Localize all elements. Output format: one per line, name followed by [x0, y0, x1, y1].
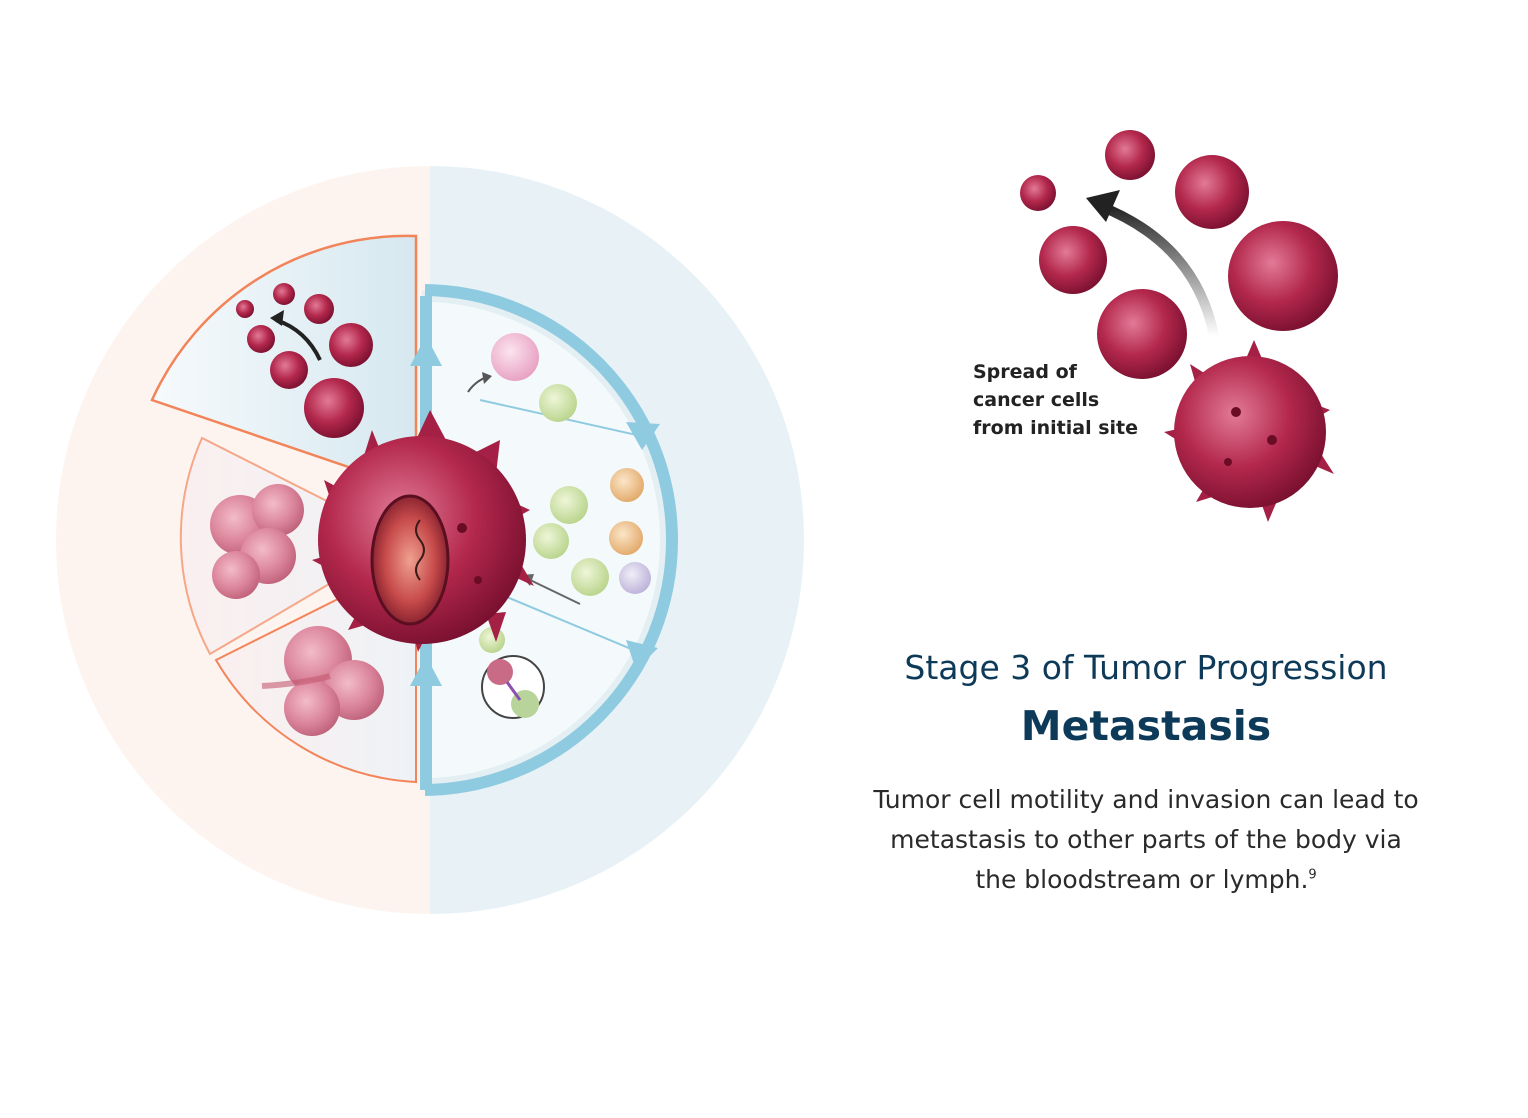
stage-title: Stage 3 of Tumor Progression	[904, 648, 1388, 687]
sector-divider-2	[489, 589, 649, 657]
stage-name: Metastasis	[1020, 702, 1272, 750]
spread-arrow	[1098, 201, 1219, 337]
callout-line-2: cancer cells	[973, 389, 1100, 411]
reference-number: 9	[1308, 867, 1317, 883]
cell-cluster-invasion	[284, 626, 384, 736]
spread-cells-illustration	[1020, 130, 1338, 522]
arrow-head-down-left	[626, 640, 658, 670]
spread-arrow-head	[1086, 190, 1120, 222]
description: Tumor cell motility and invasion can lea…	[826, 780, 1466, 900]
arrow-head-up-top	[410, 336, 442, 366]
spread-callout: Spread of cancer cells from initial site	[973, 358, 1173, 442]
wedge-cancer-cells	[236, 283, 373, 438]
description-line-3-text: the bloodstream or lymph.	[975, 865, 1309, 894]
cycle-arrow-outer	[424, 284, 679, 796]
arrow-head-up-bottom	[410, 656, 442, 686]
description-line-1: Tumor cell motility and invasion can lea…	[873, 785, 1419, 814]
immune-cells	[479, 333, 651, 653]
callout-line-3: from initial site	[973, 417, 1138, 439]
central-tumor-cell	[312, 410, 534, 652]
callout-line-1: Spread of	[973, 361, 1077, 383]
description-line-2: metastasis to other parts of the body vi…	[890, 825, 1402, 854]
description-line-3: the bloodstream or lymph.9	[826, 860, 1466, 900]
arrow-head-down-right	[626, 422, 660, 450]
cell-cluster-growth	[210, 484, 304, 599]
